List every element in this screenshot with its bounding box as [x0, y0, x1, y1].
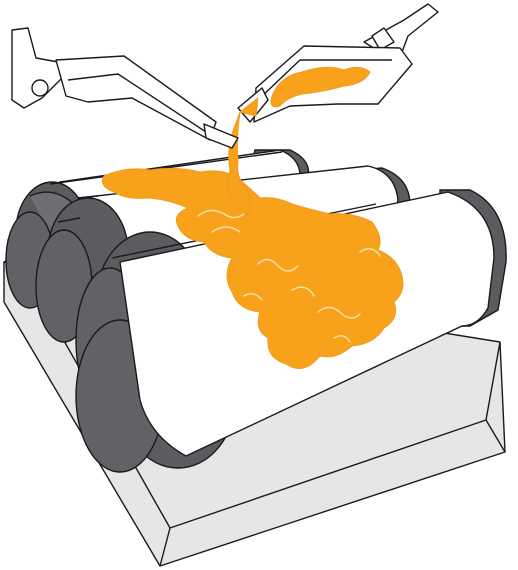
ladle-right-icon — [237, 3, 439, 123]
ladle-left-icon — [11, 27, 239, 149]
molten-metal-puddle — [101, 167, 404, 369]
